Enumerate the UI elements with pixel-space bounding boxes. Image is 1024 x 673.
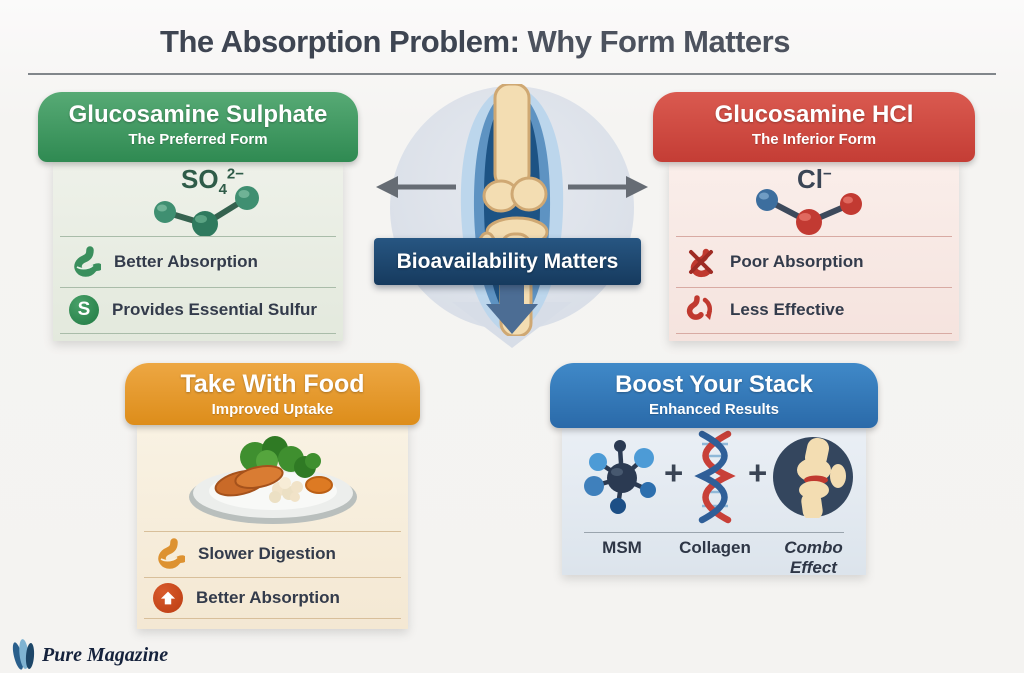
joint-circle-icon [773, 437, 853, 518]
panel-glucosamine-hcl: Cl− Poor Absorption [653, 92, 975, 341]
sulphate-molecule-icon [154, 186, 259, 237]
crossed-stomach-icon [689, 248, 713, 277]
page-title: The Absorption Problem: Why Form Matters [0, 24, 950, 60]
divider [60, 236, 336, 237]
divider [676, 287, 952, 288]
panel-title: Glucosamine Sulphate [68, 101, 328, 128]
divider [60, 333, 336, 334]
list-item-label: Better Absorption [196, 587, 340, 607]
list-item: S Provides Essential Sulfur [69, 287, 335, 333]
msm-molecule-icon [584, 440, 656, 514]
list-item-label: Provides Essential Sulfur [112, 300, 318, 319]
divider [144, 531, 401, 532]
panel-header: Take With Food Improved Uptake [125, 363, 420, 425]
plus-sign: + [748, 454, 768, 491]
plus-sign: + [664, 454, 684, 491]
panel-title: Boost Your Stack [615, 371, 813, 398]
formula-sub: 4 [218, 181, 227, 199]
divider [676, 333, 952, 334]
list-item-label: Less Effective [730, 300, 845, 319]
page-title-regular: Why Form Matters [519, 24, 791, 59]
title-divider [28, 73, 996, 75]
page-title-strong: The Absorption Problem: [160, 24, 520, 59]
list-item-label: Slower Digestion [198, 544, 336, 563]
meal-plate-icon [189, 436, 357, 524]
stomach-icon [74, 245, 101, 277]
arrow-right-icon [568, 176, 648, 198]
panel-body: Cl− Poor Absorption [669, 162, 959, 341]
divider [60, 287, 336, 288]
declining-stomach-icon [686, 295, 713, 320]
formula-base: SO [181, 164, 219, 194]
arrow-left-icon [376, 176, 456, 198]
up-arrow-badge-icon [153, 582, 183, 613]
panel-body: SO42− Better Absorption S Provides [53, 162, 343, 341]
divider [676, 236, 952, 237]
formula-base: Cl [797, 164, 823, 194]
sulfur-letter: S [77, 299, 91, 320]
component-label: Collagen [679, 538, 751, 557]
sulphate-formula: SO42− [181, 164, 244, 198]
list-item: Slower Digestion [153, 531, 400, 577]
panel-subtitle: Improved Uptake [211, 401, 334, 418]
divider [144, 577, 401, 578]
divider [144, 618, 401, 619]
panel-title: Glucosamine HCl [714, 101, 914, 128]
panel-glucosamine-sulphate: SO42− Better Absorption S Provides [38, 92, 358, 341]
list-item: Better Absorption [69, 236, 335, 287]
brand-name: Pure Magazine [42, 644, 169, 666]
panel-subtitle: Enhanced Results [648, 401, 780, 418]
panel-header: Glucosamine HCl The Inferior Form [653, 92, 975, 162]
panel-body: Slower Digestion Better Absorption [137, 425, 408, 629]
hcl-formula: Cl− [797, 164, 832, 195]
panel-subtitle: The Preferred Form [128, 131, 268, 148]
list-item: Less Effective [685, 287, 951, 333]
list-item-label: Poor Absorption [730, 251, 864, 271]
formula-sup: − [823, 165, 832, 183]
bioavailability-banner-label: Bioavailability Matters [396, 249, 619, 273]
panel-header: Boost Your Stack Enhanced Results [550, 363, 878, 428]
panel-boost-your-stack: + + MSM Collagen Com [550, 363, 878, 577]
dna-helix-icon [694, 430, 736, 524]
divider [584, 532, 844, 533]
arrow-down-icon [486, 284, 538, 334]
hcl-molecule-icon [756, 189, 862, 235]
stomach-icon [158, 538, 185, 569]
panel-take-with-food: Slower Digestion Better Absorption Take … [125, 363, 420, 629]
panel-body: + + MSM Collagen Com [562, 428, 866, 577]
panel-subtitle: The Inferior Form [751, 131, 877, 148]
formula-sup: 2− [226, 165, 245, 183]
list-item-label: Better Absorption [114, 251, 258, 271]
component-label: MSM [602, 538, 642, 557]
list-item: Poor Absorption [685, 236, 951, 287]
leaf-logo-icon [12, 639, 35, 670]
panel-title: Take With Food [180, 370, 365, 398]
list-item: Better Absorption [153, 577, 400, 618]
panel-header: Glucosamine Sulphate The Preferred Form [38, 92, 358, 162]
bioavailability-banner: Bioavailability Matters [374, 238, 641, 285]
sulfur-s-icon: S [69, 295, 99, 325]
component-label: Combo Effect [784, 538, 843, 577]
